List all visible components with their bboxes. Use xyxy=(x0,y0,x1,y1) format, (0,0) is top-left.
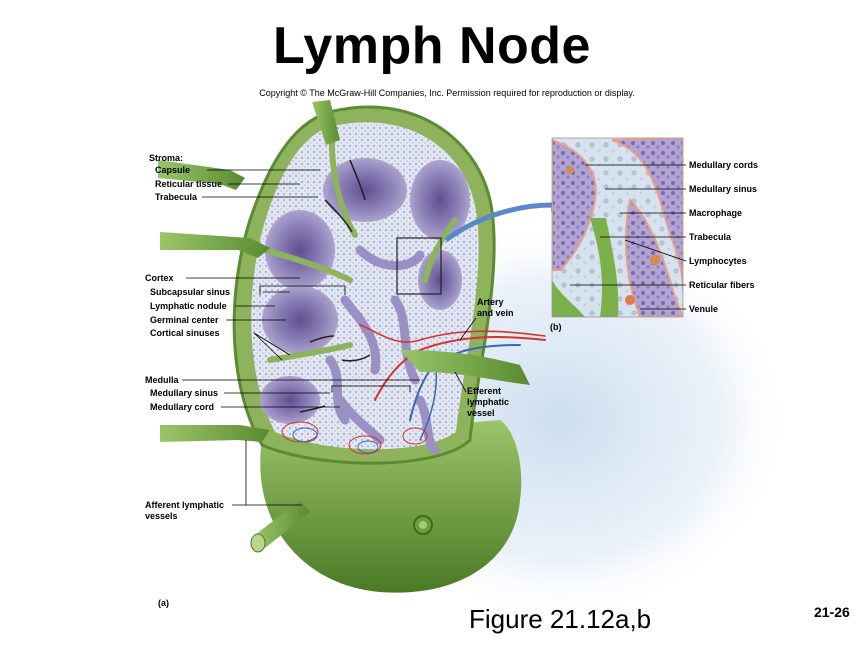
label-trabecula-b: Trabecula xyxy=(689,232,732,242)
histology-panel xyxy=(552,138,683,317)
label-germinal-center: Germinal center xyxy=(150,315,219,325)
afferent-vessels xyxy=(158,100,340,442)
label-reticular-fibers: Reticular fibers xyxy=(689,280,755,290)
slide-number: 21-26 xyxy=(814,604,850,620)
label-afferent-2: vessels xyxy=(145,511,178,521)
label-trabecula-a: Trabecula xyxy=(155,192,198,202)
slide-title: Lymph Node xyxy=(273,17,591,75)
label-cortical-sinuses: Cortical sinuses xyxy=(150,328,220,338)
label-efferent-2: lymphatic xyxy=(467,397,510,407)
label-medullary-cord-a: Medullary cord xyxy=(150,402,215,412)
label-capsule: Capsule xyxy=(155,165,191,175)
label-efferent-1: Efferent xyxy=(467,386,502,396)
panel-b-label: (b) xyxy=(550,322,562,332)
label-macrophage: Macrophage xyxy=(689,208,743,218)
label-medulla: Medulla xyxy=(145,375,179,385)
copyright-notice: Copyright © The McGraw-Hill Companies, I… xyxy=(259,88,635,98)
label-medullary-sinus-a: Medullary sinus xyxy=(150,388,219,398)
label-stroma: Stroma: xyxy=(149,153,184,163)
figure-caption: Figure 21.12a,b xyxy=(469,604,652,634)
label-lymphatic-nodule: Lymphatic nodule xyxy=(150,301,227,311)
label-lymphocytes: Lymphocytes xyxy=(689,256,747,266)
label-subcapsular-sinus: Subcapsular sinus xyxy=(150,287,231,297)
label-medullary-sinus-b: Medullary sinus xyxy=(689,184,758,194)
panel-a-label: (a) xyxy=(158,598,169,608)
label-cortex: Cortex xyxy=(145,273,174,283)
label-medullary-cords-b: Medullary cords xyxy=(689,160,759,170)
label-venule: Venule xyxy=(689,304,719,314)
capsule-bottom xyxy=(260,420,522,593)
label-efferent-3: vessel xyxy=(467,408,495,418)
efferent-vessel xyxy=(400,350,530,385)
label-artery-1: Artery xyxy=(477,297,504,307)
label-reticular-tissue: Reticular tissue xyxy=(155,179,223,189)
label-artery-2: and vein xyxy=(477,308,514,318)
label-afferent-1: Afferent lymphatic xyxy=(145,500,225,510)
